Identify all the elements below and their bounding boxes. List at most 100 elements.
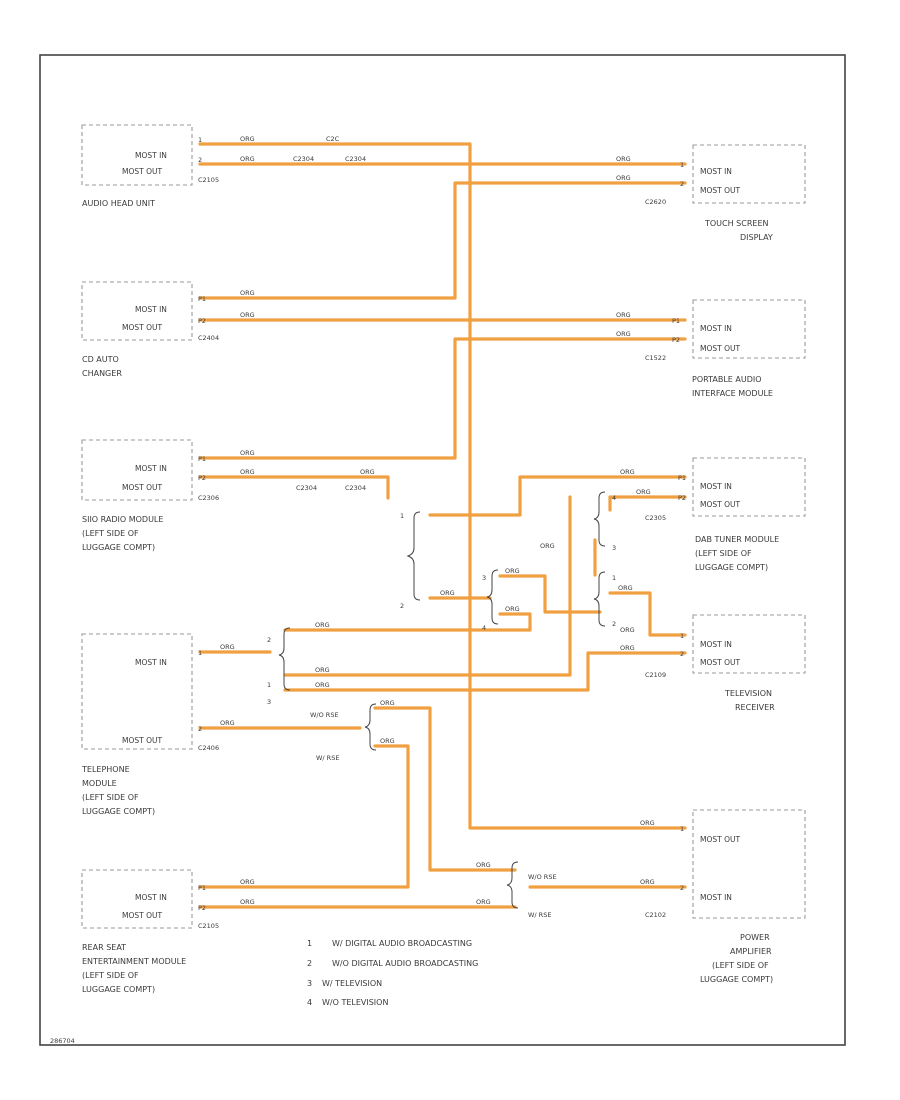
svg-text:C2105: C2105	[198, 922, 219, 930]
svg-text:ORG: ORG	[618, 584, 633, 592]
svg-text:C2306: C2306	[198, 494, 219, 502]
svg-text:P2: P2	[672, 336, 680, 344]
svg-text:PORTABLE AUDIO: PORTABLE AUDIO	[692, 375, 762, 384]
svg-text:ORG: ORG	[240, 878, 255, 886]
svg-text:4: 4	[612, 494, 616, 502]
svg-text:W/O TELEVISION: W/O TELEVISION	[322, 998, 388, 1007]
module-audio-head-unit: MOST IN MOST OUT 1 2 C2105 AUDIO HEAD UN…	[81, 124, 219, 208]
svg-text:2: 2	[680, 180, 684, 188]
svg-text:ORG: ORG	[220, 719, 235, 727]
svg-text:C2304: C2304	[293, 155, 314, 163]
footer-code: 286704	[50, 1037, 75, 1045]
module-cd-auto-changer: MOST IN MOST OUT P1 P2 C2404 CD AUTO CHA…	[81, 281, 219, 378]
module-dab-tuner: MOST IN MOST OUT P1 P2 C2305 DAB TUNER M…	[645, 457, 806, 572]
svg-text:P2: P2	[678, 494, 686, 502]
svg-text:P1: P1	[198, 455, 206, 463]
option-braces: 1 2 3 4 4 3 1 2 2 1 3 W/O RSE W/ RSE W/O…	[267, 491, 616, 919]
svg-text:ORG: ORG	[240, 898, 255, 906]
svg-text:1: 1	[198, 649, 202, 657]
svg-text:2: 2	[198, 725, 202, 733]
svg-text:ORG: ORG	[240, 449, 255, 457]
svg-text:TOUCH SCREEN: TOUCH SCREEN	[704, 219, 769, 228]
svg-text:ORG: ORG	[505, 605, 520, 613]
svg-text:MOST OUT: MOST OUT	[700, 344, 740, 353]
svg-text:2: 2	[400, 602, 404, 610]
svg-text:3: 3	[612, 544, 616, 552]
svg-text:1: 1	[612, 574, 616, 582]
svg-text:MOST IN: MOST IN	[135, 305, 167, 314]
svg-text:(LEFT SIDE OF: (LEFT SIDE OF	[82, 529, 139, 538]
svg-text:ORG: ORG	[616, 174, 631, 182]
svg-text:1: 1	[680, 161, 684, 169]
svg-text:RECEIVER: RECEIVER	[735, 703, 775, 712]
wire-tel-rse-a	[373, 706, 517, 872]
svg-text:W/ DIGITAL AUDIO BROADCASTING: W/ DIGITAL AUDIO BROADCASTING	[332, 939, 472, 948]
module-portable-audio: MOST IN MOST OUT P1 P2 C1522 PORTABLE AU…	[645, 299, 806, 398]
svg-text:C2304: C2304	[345, 484, 366, 492]
wire-tv-route-a	[498, 574, 602, 614]
svg-text:1: 1	[307, 939, 312, 948]
svg-text:2: 2	[267, 636, 271, 644]
svg-text:2: 2	[198, 156, 202, 164]
svg-text:3: 3	[482, 574, 486, 582]
svg-text:LUGGAGE COMPT): LUGGAGE COMPT)	[82, 985, 155, 994]
svg-text:ORG: ORG	[540, 542, 555, 550]
wire-sdars-out	[198, 475, 390, 500]
svg-text:ORG: ORG	[240, 135, 255, 143]
wire-labels: ORG ORG ORG ORG ORG ORG ORG ORG ORG ORG …	[220, 135, 655, 906]
svg-text:MOST OUT: MOST OUT	[700, 835, 740, 844]
wire-dab-loop	[283, 495, 572, 677]
svg-text:MOST OUT: MOST OUT	[122, 167, 162, 176]
svg-text:C2C: C2C	[326, 135, 340, 143]
svg-text:ORG: ORG	[380, 699, 395, 707]
svg-text:C1522: C1522	[645, 354, 666, 362]
svg-text:LUGGAGE COMPT): LUGGAGE COMPT)	[695, 563, 768, 572]
svg-text:P2: P2	[198, 474, 206, 482]
svg-text:1: 1	[680, 825, 684, 833]
wire-dab-out	[608, 495, 687, 512]
svg-text:P1: P1	[678, 474, 686, 482]
svg-text:ORG: ORG	[476, 898, 491, 906]
svg-text:ORG: ORG	[505, 567, 520, 575]
svg-text:REAR SEAT: REAR SEAT	[82, 943, 126, 952]
svg-text:MOST OUT: MOST OUT	[122, 483, 162, 492]
svg-text:TELEPHONE: TELEPHONE	[81, 765, 130, 774]
svg-text:DISPLAY: DISPLAY	[740, 233, 773, 242]
svg-text:W/ RSE: W/ RSE	[528, 911, 551, 919]
svg-text:TELEVISION: TELEVISION	[724, 689, 772, 698]
svg-text:P2: P2	[198, 317, 206, 325]
svg-text:ORG: ORG	[380, 737, 395, 745]
svg-text:1: 1	[198, 136, 202, 144]
svg-text:MOST OUT: MOST OUT	[122, 736, 162, 745]
svg-text:W/ RSE: W/ RSE	[316, 754, 339, 762]
svg-text:P1: P1	[198, 884, 206, 892]
svg-text:ORG: ORG	[240, 468, 255, 476]
svg-text:CD AUTO: CD AUTO	[82, 355, 119, 364]
svg-text:SIIO RADIO MODULE: SIIO RADIO MODULE	[82, 515, 163, 524]
svg-text:ORG: ORG	[315, 666, 330, 674]
wire-tv-route-b	[283, 612, 532, 632]
svg-text:P1: P1	[672, 317, 680, 325]
wire-touch-cd	[198, 181, 687, 300]
svg-text:W/O RSE: W/O RSE	[528, 873, 557, 881]
svg-text:MOST OUT: MOST OUT	[700, 658, 740, 667]
svg-text:MOST IN: MOST IN	[135, 151, 167, 160]
svg-text:P1: P1	[198, 295, 206, 303]
svg-text:MOST IN: MOST IN	[700, 324, 732, 333]
svg-text:C2304: C2304	[296, 484, 317, 492]
svg-text:MOST IN: MOST IN	[700, 893, 732, 902]
svg-text:ENTERTAINMENT MODULE: ENTERTAINMENT MODULE	[82, 957, 186, 966]
legend: 1 W/ DIGITAL AUDIO BROADCASTING 2 W/O DI…	[307, 939, 478, 1007]
svg-text:(LEFT SIDE OF: (LEFT SIDE OF	[82, 793, 139, 802]
svg-text:CHANGER: CHANGER	[82, 369, 122, 378]
svg-text:MOST OUT: MOST OUT	[122, 911, 162, 920]
wire-trunk	[198, 142, 687, 830]
wire-tv-in	[608, 591, 687, 637]
svg-text:2: 2	[680, 650, 684, 658]
wire-tel-rse-b	[198, 744, 410, 889]
module-telephone: MOST IN MOST OUT 1 2 C2406 TELEPHONE MOD…	[81, 633, 219, 816]
svg-text:ORG: ORG	[315, 621, 330, 629]
svg-text:3: 3	[267, 698, 271, 706]
svg-text:POWER: POWER	[740, 933, 770, 942]
module-television: MOST IN MOST OUT 1 2 C2109 TELEVISION RE…	[645, 614, 806, 712]
